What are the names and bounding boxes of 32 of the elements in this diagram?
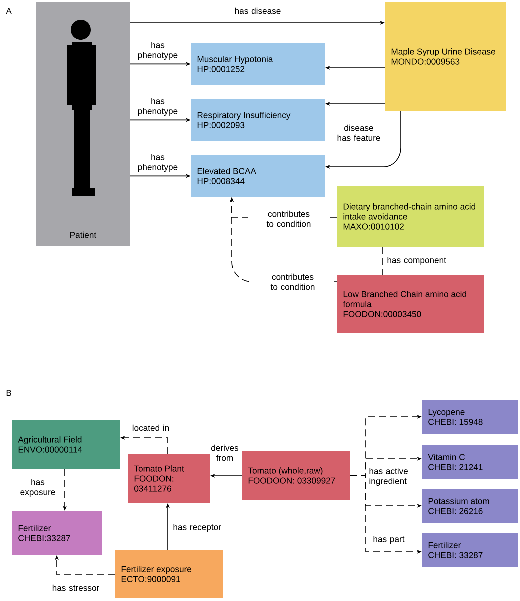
concept-box: Lycopene CHEBI: 15948 [422, 400, 518, 434]
concept-box: Elevated BCAA HP:0008344 [191, 155, 326, 198]
edge-label: has exposure [20, 479, 56, 498]
concept-box: Fertilizer exposure ECTO:9000091 [115, 550, 224, 598]
edge-label: has stressor [52, 584, 100, 592]
concept-box: Fertilizer CHEBI:33287 [12, 511, 102, 556]
concept-box: Low Branched Chain amino acid formula FOODON:00003450 [337, 275, 484, 334]
edge-label: has phenotype [138, 42, 178, 60]
edge-label: derives from [212, 444, 239, 462]
panel-letter: A [6, 8, 12, 14]
edge-label: has phenotype [138, 154, 178, 172]
edge-label: has part [374, 536, 405, 544]
concept-box: Muscular Hypotonia HP:0001252 [191, 43, 326, 86]
concept-box: Maple Syrup Urine Disease MONDO:0009563 [385, 2, 506, 112]
concept-box: Potassium atom CHEBI: 26216 [422, 489, 518, 524]
concept-box: Agricultural Field ENVO:00000114 [12, 420, 120, 470]
edge-label: has active ingredient [370, 468, 408, 486]
concept-box: Fertilizer CHEBI: 33287 [422, 533, 518, 568]
concept-box: Respiratory Insufficiency HP:0002093 [191, 99, 326, 142]
edge-label: has phenotype [138, 98, 178, 116]
concept-box: Tomato (whole,raw) FOODOON: 03309927 [242, 451, 350, 500]
panel-letter: B [6, 390, 12, 396]
concept-box: Vitamin C CHEBI: 21241 [422, 445, 518, 480]
edge-label: disease has feature [338, 124, 380, 142]
edge-label: contributes to condition [252, 272, 334, 292]
concept-box: Dietary branched-chain amino acid intake avoidance MAXO:0010102 [337, 186, 484, 248]
edge-label: contributes to condition [248, 210, 330, 228]
edge-label: has disease [235, 8, 281, 14]
edge-label: has component [388, 257, 446, 265]
edge-label: located in [132, 424, 170, 432]
edge-label: has receptor [174, 524, 222, 532]
concept-box: Tomato Plant FOODON: 03411276 [128, 454, 210, 504]
